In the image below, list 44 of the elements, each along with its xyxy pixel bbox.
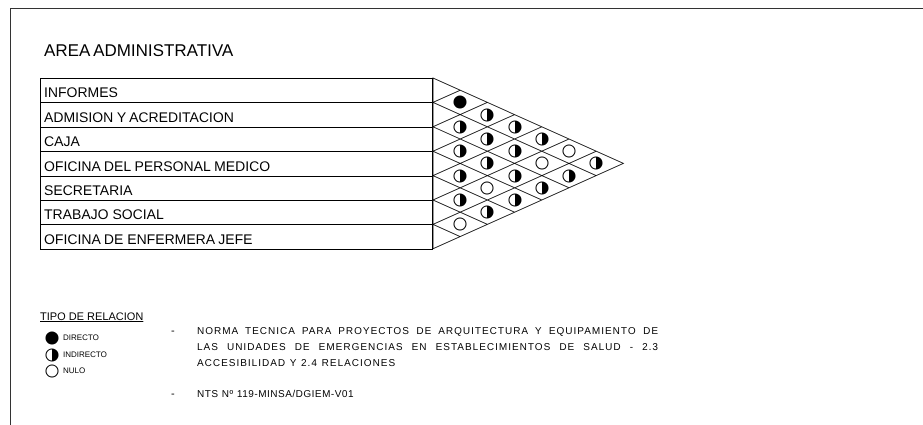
title: AREA ADMINISTRATIVA	[44, 40, 234, 62]
half-filled-circle	[480, 132, 494, 146]
room-row	[40, 151, 433, 177]
room-row	[40, 102, 433, 128]
half-filled-circle	[508, 168, 522, 183]
empty-circle	[480, 180, 494, 195]
half-filled-circle	[534, 132, 549, 146]
half-filled-circle	[453, 120, 468, 134]
half-filled-circle	[480, 156, 494, 170]
reference-code: NTS Nº 119-MINSA/DGIEM-V01	[197, 388, 354, 402]
half-filled-circle	[453, 193, 468, 207]
half-filled-circle	[508, 144, 522, 158]
room-name: OFICINA DE ENFERMERA JEFE	[44, 232, 252, 246]
half-filled-circle	[508, 193, 522, 207]
legend-label: INDIRECTO	[63, 348, 107, 360]
room-name: OFICINA DEL PERSONAL MEDICO	[44, 158, 270, 173]
empty-circle	[453, 217, 468, 232]
legend-label: NULO	[63, 365, 86, 377]
room-row	[40, 126, 433, 152]
half-filled-circle	[480, 205, 494, 220]
half-filled-circle	[480, 108, 494, 122]
half-filled-circle	[453, 168, 468, 183]
room-row	[40, 176, 433, 201]
bullet-dash: -	[171, 387, 175, 402]
filled-circle	[453, 95, 468, 110]
room-name: ADMISION Y ACREDITACION	[44, 110, 234, 124]
half-filled-circle	[562, 168, 576, 183]
half-filled-circle	[534, 180, 549, 195]
room-row	[40, 224, 433, 250]
room-row	[40, 200, 433, 226]
empty-circle	[562, 144, 576, 158]
empty-circle	[534, 156, 549, 170]
room-name: INFORMES	[44, 85, 118, 100]
legend-title: TIPO DE RELACION	[40, 310, 144, 325]
half-filled-circle	[453, 144, 468, 158]
room-row	[40, 78, 433, 104]
reference-note: NORMA TECNICA PARA PROYECTOS DE ARQUITECTURA Y EQUIPAMIENTO DE LAS UNIDADES DE EMERGENCIAS EN ESTABLECIMIENTOS DE SALUD - 2.3 ACCESIBILIDAD Y 2.4 RELACIONES	[197, 325, 659, 371]
bullet-dash: -	[171, 324, 175, 339]
room-name: CAJA	[44, 134, 80, 148]
legend-label: DIRECTO	[63, 332, 99, 344]
half-filled-circle	[589, 156, 604, 170]
room-name: TRABAJO SOCIAL	[44, 207, 164, 222]
half-filled-circle	[508, 120, 522, 134]
room-name: SECRETARIA	[44, 182, 132, 197]
